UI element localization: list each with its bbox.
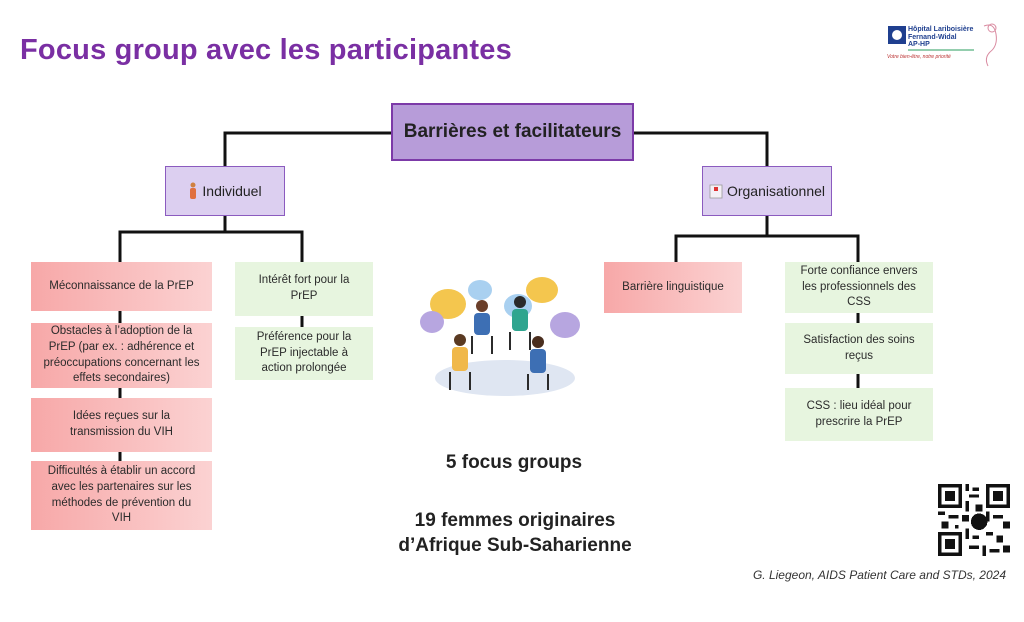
logo-line3: AP-HP [908,41,930,49]
focus-groups-count: 5 focus groups [445,452,583,473]
facilitator-box: Satisfaction des soins reçus [785,323,933,374]
participants-line2: d’Afrique Sub-Saharienne [398,534,632,556]
focus-group-illustration [420,277,580,396]
participants-summary: 19 femmes originaires d’Afrique Sub-Saha… [370,509,660,558]
clinic-icon [709,184,723,199]
facilitator-box: Forte confiance envers les professionnel… [785,262,933,313]
page-title: Focus group avec les participantes [20,34,512,66]
branch-organisationnel: Organisationnel [702,166,832,216]
person-icon [190,182,197,199]
logo-tagline: Votre bien-être, notre priorité [887,54,951,60]
logo-line2: Fernand-Widal [908,33,957,41]
facilitator-box: Intérêt fort pour la PrEP [235,262,373,316]
participants-line1: 19 femmes originaires [414,510,616,531]
barrier-box: Barrière linguistique [604,262,742,313]
qr-code[interactable] [938,484,1010,556]
logo-line1: Hôpital Lariboisière [908,26,974,33]
barrier-box: Obstacles à l’adoption de la PrEP (par e… [31,323,212,388]
branch-individuel-label: Individuel [202,183,262,199]
barrier-box: Méconnaissance de la PrEP [31,262,212,311]
hospital-logo: Hôpital Lariboisière Fernand-Widal AP-HP… [884,20,1008,70]
facilitator-box: Préférence pour la PrEP injectable à act… [235,327,373,380]
barrier-box: Idées reçues sur la transmission du VIH [31,398,212,452]
branch-individuel: Individuel [165,166,285,216]
barrier-box: Difficultés à établir un accord avec les… [31,461,212,530]
facilitator-box: CSS : lieu idéal pour prescrire la PrEP [785,388,933,441]
root-node: Barrières et facilitateurs [391,103,634,161]
branch-organisationnel-label: Organisationnel [726,183,826,199]
citation: G. Liegeon, AIDS Patient Care and STDs, … [752,568,1006,582]
